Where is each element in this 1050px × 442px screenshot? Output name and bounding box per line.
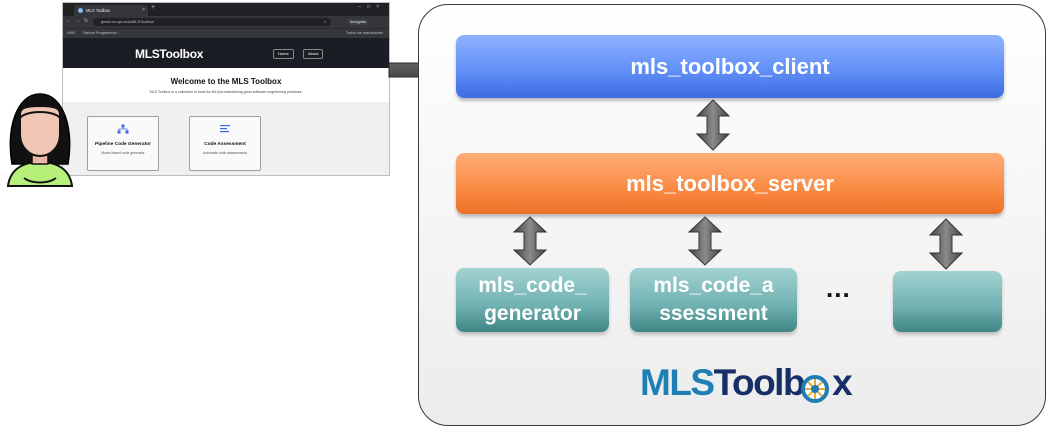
home-button[interactable]: Home xyxy=(273,49,294,59)
pipeline-generator-card[interactable]: Pipeline Code Generator Model-based code… xyxy=(87,116,159,171)
pipeline-icon xyxy=(117,124,129,134)
welcome-title: Welcome to the MLS Toolbox xyxy=(170,77,282,86)
component-label-line: mls_code_a xyxy=(653,274,774,297)
bookmark-item[interactable]: Python Programmin... xyxy=(83,31,120,35)
browser-tab-bar: MLS Toolbox × + –□× xyxy=(63,3,389,16)
about-button[interactable]: About xyxy=(303,49,324,59)
tab-title: MLS Toolbox xyxy=(86,8,111,13)
card-title: Code Assessment xyxy=(204,142,246,147)
code-assessment-component: mls_code_a ssessment xyxy=(630,268,797,332)
future-component-placeholder xyxy=(893,271,1002,332)
double-arrow-icon xyxy=(695,99,731,151)
welcome-section: Welcome to the MLS Toolbox MLS Toolbox i… xyxy=(63,68,389,102)
favicon-icon xyxy=(78,8,83,13)
component-label-line: mls_code_ xyxy=(478,274,587,297)
app-header: MLSToolbox Home About xyxy=(63,38,389,69)
logo-prefix: MLS xyxy=(640,362,715,403)
card-title: Pipeline Code Generator xyxy=(95,142,151,147)
double-arrow-icon xyxy=(928,218,964,270)
browser-screenshot: MLS Toolbox × + –□× ←→↻ gessi.cs.upc.edu… xyxy=(62,2,390,176)
logo-end: x xyxy=(832,362,853,403)
lines-icon xyxy=(220,125,230,133)
card-description: Model-based code generator xyxy=(101,151,145,155)
server-component: mls_toolbox_server xyxy=(456,153,1004,214)
all-bookmarks-link[interactable]: Todos los marcadores xyxy=(345,31,383,35)
card-description: Automatic code assessments xyxy=(202,151,248,155)
logo-word: Toolb xyxy=(713,362,806,403)
user-avatar-icon xyxy=(6,93,74,187)
window-controls[interactable]: –□× xyxy=(358,4,385,10)
code-assessment-card[interactable]: Code Assessment Automatic code assessmen… xyxy=(189,116,261,171)
double-arrow-icon xyxy=(512,216,548,266)
url-text: gessi.cs.upc.edu/MLSToolbox xyxy=(101,19,154,24)
app-logo[interactable]: MLSToolbox xyxy=(135,47,204,61)
incognito-badge: Incognito xyxy=(347,19,370,25)
tab-close-icon[interactable]: × xyxy=(142,7,145,13)
bookmarks-bar: x000 Python Programmin... Todos los marc… xyxy=(63,28,389,38)
welcome-subtitle: MLS Toolbox is a collection of tools for… xyxy=(149,90,303,94)
browser-tab[interactable]: MLS Toolbox × xyxy=(74,5,148,16)
url-field[interactable]: gessi.cs.upc.edu/MLSToolbox ☆ xyxy=(93,18,331,26)
code-generator-component: mls_code_ generator xyxy=(456,268,609,332)
browser-address-bar: ←→↻ gessi.cs.upc.edu/MLSToolbox ☆ Incogn… xyxy=(63,16,389,28)
client-component: mls_toolbox_client xyxy=(456,35,1004,98)
more-components-ellipsis: ... xyxy=(826,273,851,303)
double-arrow-icon xyxy=(687,216,723,266)
gear-icon xyxy=(801,375,829,403)
component-label-line: generator xyxy=(484,302,581,325)
bookmark-star-icon[interactable]: ☆ xyxy=(323,19,327,24)
navigation-icons[interactable]: ←→↻ xyxy=(66,18,93,24)
bookmark-item[interactable]: x000 xyxy=(67,31,76,35)
new-tab-icon[interactable]: + xyxy=(151,4,156,11)
component-label-line: ssessment xyxy=(659,302,768,325)
